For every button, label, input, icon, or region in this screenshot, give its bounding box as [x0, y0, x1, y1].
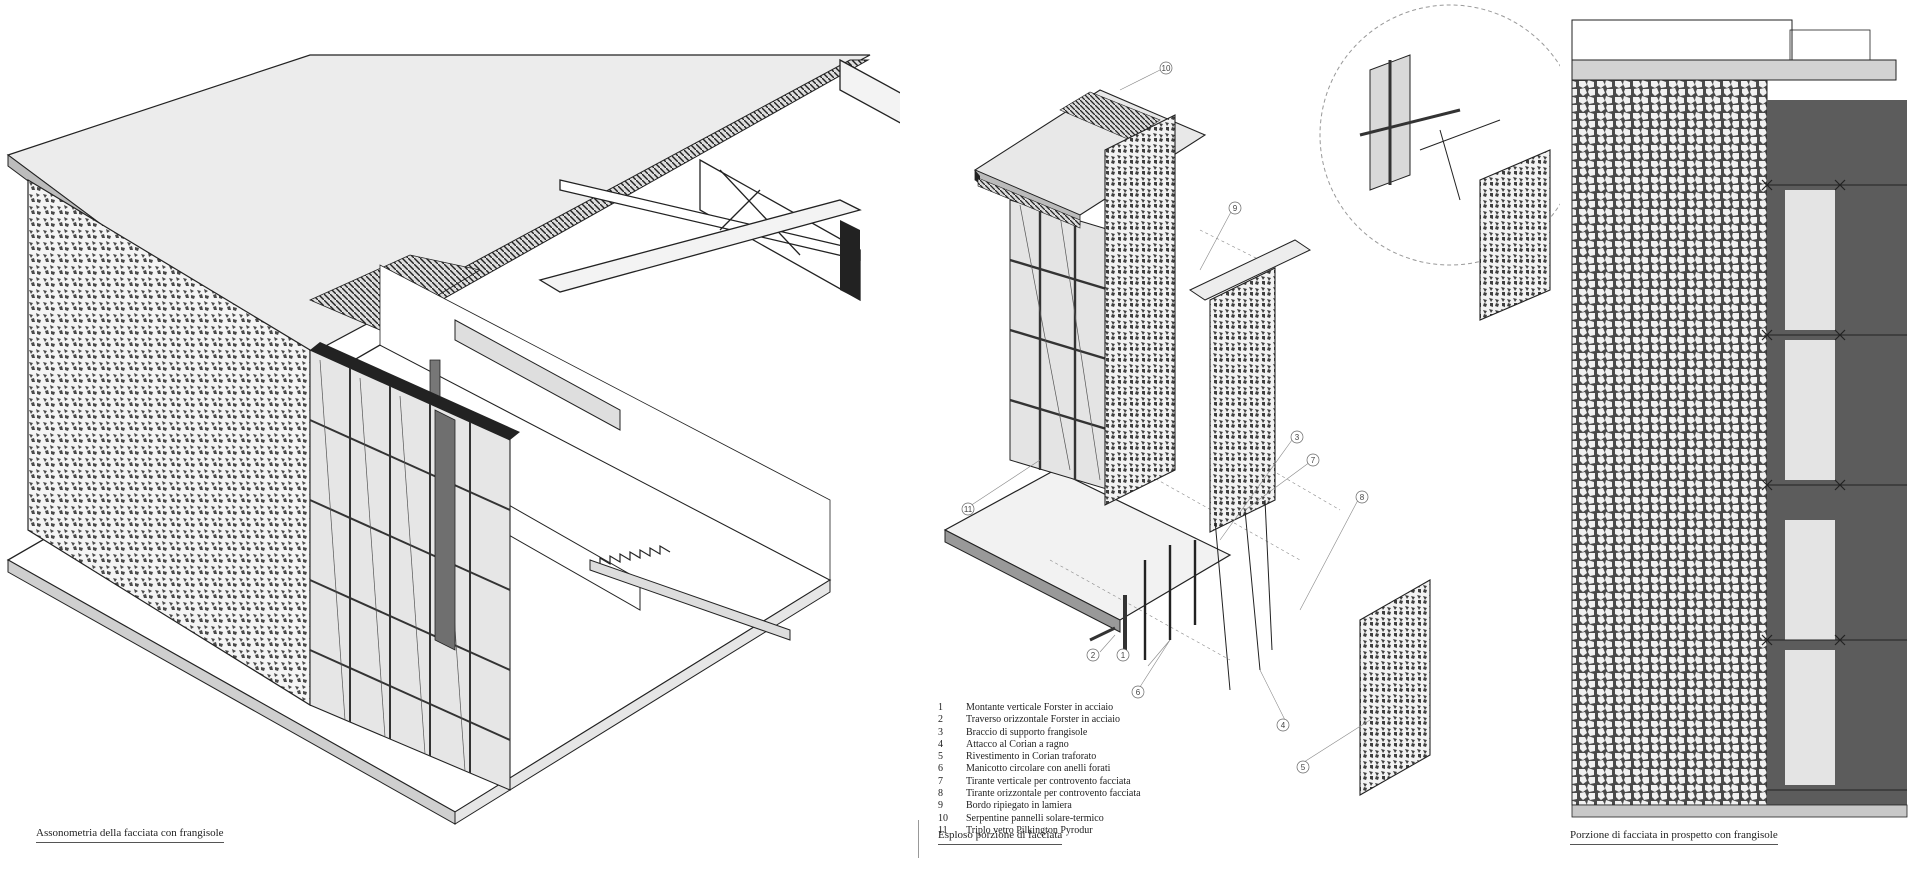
steel-truss	[538, 58, 900, 302]
corian-panel-front	[1209, 267, 1276, 533]
callout-9	[1228, 201, 1242, 215]
roof-edge	[1571, 59, 1897, 81]
caption-exploded: Esploso porzione di facciata	[938, 829, 1063, 845]
callout-1	[1116, 648, 1130, 662]
callout-3	[1290, 430, 1304, 444]
axonometry-drawing	[6, 54, 900, 825]
callout-7	[1306, 453, 1320, 467]
curtain-wall-mullions	[309, 368, 511, 773]
glass-bays	[1785, 190, 1835, 785]
tie-rods	[1214, 499, 1273, 691]
forster-mullions	[1009, 205, 1111, 480]
spider-fittings	[1761, 179, 1846, 646]
steel-beam	[454, 319, 621, 431]
svg-text:5: 5	[1301, 763, 1306, 772]
callout-6	[1131, 685, 1145, 699]
perforated-elevation-panel	[1571, 79, 1768, 806]
callout-4	[1276, 718, 1290, 732]
svg-text:1: 1	[1121, 651, 1126, 660]
divider	[918, 820, 919, 858]
corian-panel-back	[1104, 114, 1176, 506]
folded-edge-sheet	[1188, 239, 1312, 301]
floor-line	[1571, 804, 1908, 818]
callout-5	[1296, 760, 1310, 774]
elevation-joints	[1767, 184, 1907, 791]
svg-text:2: 2	[1091, 651, 1096, 660]
callout-10	[1159, 61, 1173, 75]
caption-axonometry: Assonometria della facciata con frangiso…	[36, 827, 224, 843]
svg-text:11: 11	[964, 505, 973, 514]
caption-elevation: Porzione di facciata in prospetto con fr…	[1570, 829, 1778, 845]
svg-text:4: 4	[1281, 721, 1286, 730]
exploded-drawing: 1 2 3 4 5 6 7 8 9 10 11	[943, 4, 1560, 796]
svg-text:10: 10	[1162, 64, 1171, 73]
corian-panel-detail	[1479, 149, 1551, 321]
svg-text:9: 9	[1233, 204, 1238, 213]
corian-panel-detached	[1359, 579, 1431, 796]
svg-text:6: 6	[1136, 688, 1141, 697]
svg-text:3: 3	[1295, 433, 1300, 442]
svg-text:8: 8	[1360, 493, 1365, 502]
detail-circle	[1319, 4, 1560, 266]
svg-text:7: 7	[1311, 456, 1316, 465]
callout-8	[1355, 490, 1369, 504]
support-arms	[1143, 540, 1197, 660]
callout-11	[961, 502, 975, 516]
elevation-drawing	[1571, 19, 1908, 818]
floor-slab	[943, 469, 1232, 621]
solar-serpentine	[1059, 91, 1161, 141]
callout-markers	[961, 61, 1369, 774]
callout-2	[1086, 648, 1100, 662]
